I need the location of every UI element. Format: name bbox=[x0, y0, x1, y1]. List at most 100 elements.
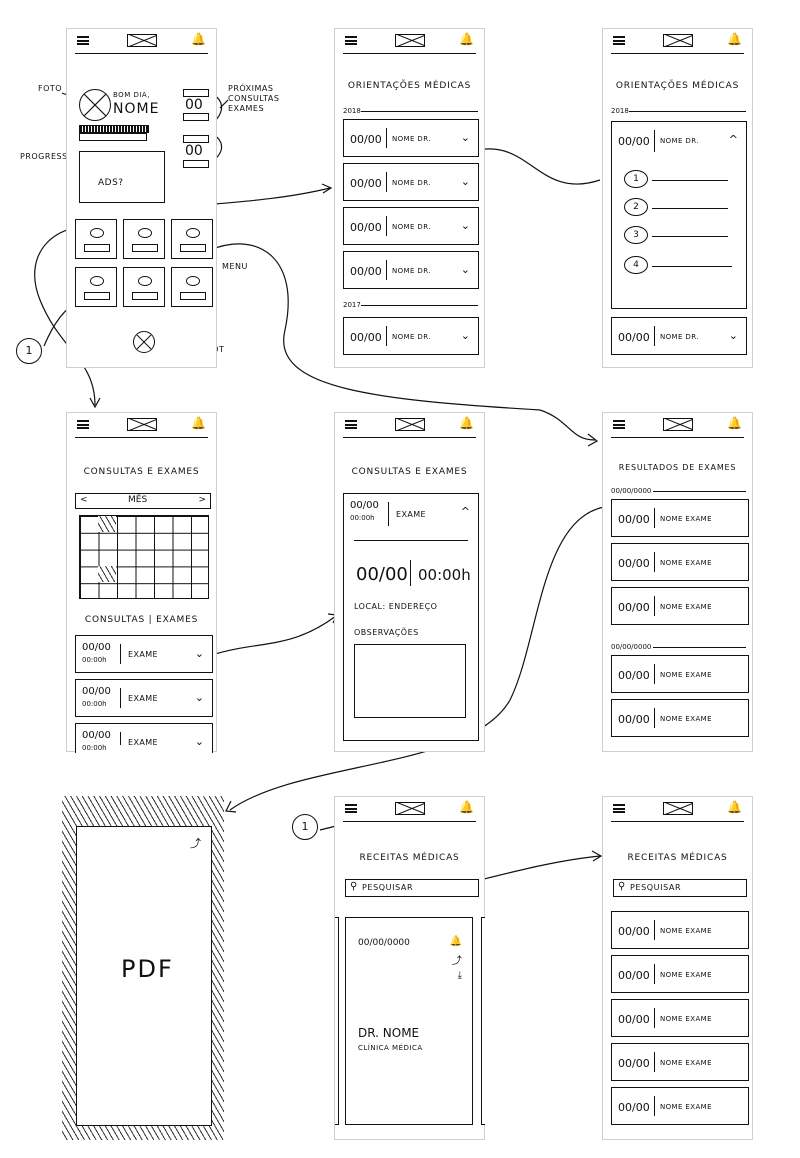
hamburger-menu-icon[interactable] bbox=[345, 36, 357, 45]
note-circle-1-receitas: 1 bbox=[292, 814, 318, 840]
menu-tile[interactable] bbox=[171, 267, 213, 307]
month-label: MÊS bbox=[128, 495, 148, 505]
chevron-down-icon[interactable]: ⌄ bbox=[460, 329, 470, 342]
next-appointments-label: PRÓXIMAS CONSULTAS EXAMES bbox=[228, 84, 280, 113]
big-date: 00/00 bbox=[356, 564, 408, 585]
chevron-up-icon[interactable]: ^ bbox=[728, 133, 738, 146]
hamburger-menu-icon[interactable] bbox=[345, 804, 357, 813]
row-name: NOME EXAME bbox=[660, 603, 712, 611]
chevron-down-icon[interactable]: ⌄ bbox=[460, 131, 470, 144]
page-title: RECEITAS MÉDICAS bbox=[359, 853, 460, 863]
detail-exam: EXAME bbox=[396, 510, 426, 519]
chevron-down-icon[interactable]: ⌄ bbox=[460, 175, 470, 188]
chevron-up-icon[interactable]: ^ bbox=[460, 505, 470, 518]
menu-tile[interactable] bbox=[171, 219, 213, 259]
ads-box: ADS? bbox=[79, 151, 165, 203]
bell-icon[interactable]: 🔔 bbox=[449, 936, 462, 947]
hamburger-menu-icon[interactable] bbox=[613, 420, 625, 429]
profile-photo[interactable] bbox=[79, 89, 111, 121]
chatbot-icon[interactable] bbox=[133, 331, 155, 353]
download-icon[interactable]: ⤓ bbox=[457, 970, 462, 981]
menu-tile[interactable] bbox=[123, 219, 165, 259]
chevron-down-icon[interactable]: ⌄ bbox=[194, 647, 204, 660]
share-icon[interactable]: ⤴ bbox=[190, 837, 201, 850]
logo-placeholder bbox=[395, 802, 425, 815]
progress-box bbox=[79, 133, 147, 141]
chevron-down-icon[interactable]: ⌄ bbox=[194, 691, 204, 704]
bell-icon[interactable]: 🔔 bbox=[727, 32, 742, 46]
page-title: ORIENTAÇÕES MÉDICAS bbox=[347, 81, 472, 91]
logo-placeholder bbox=[127, 418, 157, 431]
chevron-down-icon[interactable]: ⌄ bbox=[460, 263, 470, 276]
event-day[interactable] bbox=[98, 566, 116, 582]
logo-placeholder bbox=[663, 418, 693, 431]
bell-icon[interactable]: 🔔 bbox=[727, 416, 742, 430]
bell-icon[interactable]: 🔔 bbox=[459, 32, 474, 46]
next-date-2[interactable]: 00 bbox=[185, 143, 203, 159]
chevron-down-icon[interactable]: ⌄ bbox=[460, 219, 470, 232]
bell-icon[interactable]: 🔔 bbox=[191, 416, 206, 430]
next-date-1[interactable]: 00 bbox=[185, 97, 203, 113]
item-name: NOME DR. bbox=[392, 333, 431, 341]
row-date: 00/00 bbox=[82, 642, 111, 653]
search-input[interactable]: ⚲ PESQUISAR bbox=[613, 879, 747, 897]
bell-icon[interactable]: 🔔 bbox=[459, 416, 474, 430]
search-icon: ⚲ bbox=[350, 881, 358, 892]
item-name: NOME DR. bbox=[392, 135, 431, 143]
bell-icon[interactable]: 🔔 bbox=[727, 800, 742, 814]
notes-box[interactable] bbox=[354, 644, 466, 718]
calendar-grid[interactable] bbox=[79, 515, 209, 599]
next-month-button[interactable]: > bbox=[198, 495, 206, 505]
search-input[interactable]: ⚲ PESQUISAR bbox=[345, 879, 479, 897]
card-date: 00/00/0000 bbox=[358, 938, 410, 948]
row-time: 00:00h bbox=[82, 744, 107, 752]
chevron-down-icon[interactable]: ⌄ bbox=[194, 735, 204, 748]
item-date: 00/00 bbox=[618, 331, 650, 344]
prescription-card[interactable]: 00/00/0000 🔔 ⤴ ⤓ DR. NOME CLÍNICA MÉDICA bbox=[345, 917, 473, 1125]
bell-icon[interactable]: 🔔 bbox=[191, 32, 206, 46]
hamburger-menu-icon[interactable] bbox=[613, 36, 625, 45]
logo-placeholder bbox=[395, 34, 425, 47]
bell-icon[interactable]: 🔔 bbox=[459, 800, 474, 814]
date-group-label: 00/00/0000 bbox=[611, 643, 652, 651]
prev-month-button[interactable]: < bbox=[80, 495, 88, 505]
row-date: 00/00 bbox=[82, 730, 111, 741]
hamburger-menu-icon[interactable] bbox=[77, 420, 89, 429]
app-header: 🔔 bbox=[343, 29, 476, 54]
menu-tile[interactable] bbox=[75, 267, 117, 307]
item-name: NOME DR. bbox=[392, 223, 431, 231]
instruction-line: 1 bbox=[624, 170, 648, 188]
chevron-down-icon[interactable]: ⌄ bbox=[728, 329, 738, 342]
event-day[interactable] bbox=[98, 516, 116, 532]
hamburger-menu-icon[interactable] bbox=[613, 804, 625, 813]
next-bottom-1 bbox=[183, 113, 209, 121]
share-icon[interactable]: ⤴ bbox=[452, 956, 462, 967]
menu-tile[interactable] bbox=[75, 219, 117, 259]
hamburger-menu-icon[interactable] bbox=[345, 420, 357, 429]
row-date: 00/00 bbox=[618, 1101, 650, 1114]
menu-tile[interactable] bbox=[123, 267, 165, 307]
hamburger-menu-icon[interactable] bbox=[77, 36, 89, 45]
page-title: CONSULTAS E EXAMES bbox=[83, 467, 200, 477]
